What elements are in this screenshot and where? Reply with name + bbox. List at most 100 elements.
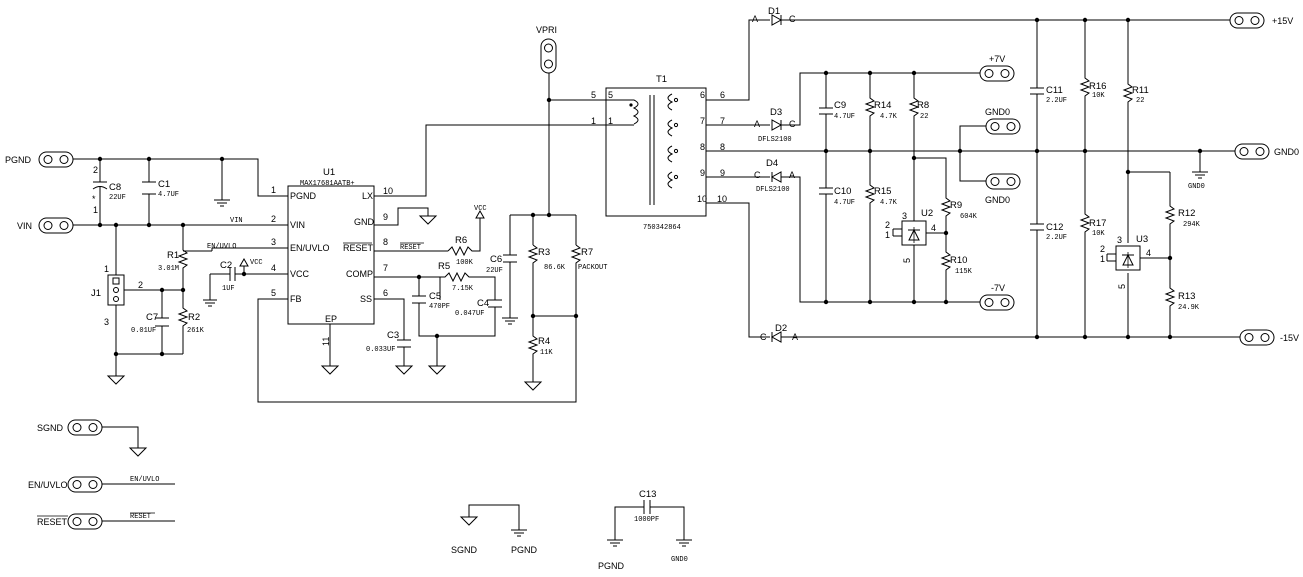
lx-wire bbox=[374, 124, 634, 197]
d4-diode bbox=[770, 171, 980, 303]
plus15v-label: +15V bbox=[1272, 16, 1293, 26]
u1-part: MAX17681AATB+ bbox=[300, 180, 355, 188]
u1-pin7-name: COMP bbox=[346, 269, 373, 279]
c7-val: 0.01UF bbox=[131, 327, 156, 335]
r17-val: 10K bbox=[1092, 230, 1105, 238]
d2-diode bbox=[770, 331, 1240, 343]
d4-part: DFLS2100 bbox=[756, 186, 790, 194]
c11-val: 2.2UF bbox=[1046, 97, 1067, 105]
r4-resistor bbox=[523, 316, 543, 391]
reset-label: RESET bbox=[37, 517, 68, 527]
t1-pin10: 10 bbox=[697, 194, 707, 204]
u1-pin9-name: GND bbox=[354, 217, 375, 227]
t1-wire1: 1 bbox=[591, 116, 596, 126]
c6-ref: C6 bbox=[490, 254, 502, 265]
gnd0-sym2-label: GND0 bbox=[671, 556, 688, 564]
r13-ref: R13 bbox=[1178, 291, 1195, 302]
r6-resistor bbox=[374, 209, 485, 257]
u3-pin3: 3 bbox=[1117, 235, 1122, 245]
u2-ref: U2 bbox=[921, 208, 933, 219]
t1-out8: 8 bbox=[720, 142, 725, 152]
minus15v-label: -15V bbox=[1280, 333, 1299, 343]
u1-pin5-name: FB bbox=[290, 294, 302, 304]
r14-val: 4.7K bbox=[880, 113, 898, 121]
c10-val: 4.7UF bbox=[834, 199, 855, 207]
j1-pin-1: 1 bbox=[104, 264, 109, 274]
r9-ref: R9 bbox=[950, 200, 962, 211]
u3-pin4: 4 bbox=[1146, 248, 1151, 258]
r6-ref: R6 bbox=[455, 235, 467, 246]
d3-ref: D3 bbox=[770, 107, 782, 118]
d3-a: A bbox=[754, 119, 760, 129]
r5-ref: R5 bbox=[438, 261, 450, 272]
r11-ref: R11 bbox=[1132, 85, 1149, 96]
c13-ref: C13 bbox=[639, 489, 656, 500]
vpri-connector[interactable] bbox=[540, 38, 557, 74]
gnd0-connector-a[interactable] bbox=[985, 118, 1021, 135]
reset-net-label: RESET bbox=[400, 244, 421, 252]
r16-val: 10K bbox=[1092, 92, 1105, 100]
j1-pin-2: 2 bbox=[138, 280, 143, 290]
u1-ep-name: EP bbox=[325, 314, 337, 324]
d2-c: C bbox=[760, 332, 767, 342]
t1-transformer bbox=[605, 87, 707, 217]
vcc-label-r6: VCC bbox=[474, 205, 487, 213]
c6-val: 22UF bbox=[486, 267, 503, 275]
j1-jumper[interactable] bbox=[106, 274, 183, 385]
sgnd-connector[interactable] bbox=[67, 419, 148, 457]
sgnd-label: SGND bbox=[37, 423, 64, 433]
c3-val: 0.033UF bbox=[366, 346, 395, 354]
t1-pin5: 5 bbox=[608, 90, 613, 100]
c8-ref: C8 bbox=[109, 182, 121, 193]
d4-a: A bbox=[789, 170, 795, 180]
minus7v-connector[interactable] bbox=[979, 294, 1015, 311]
gnd0-connector-b[interactable] bbox=[985, 173, 1021, 190]
r2-ref: R2 bbox=[188, 312, 200, 323]
plus15v-connector[interactable] bbox=[1229, 12, 1265, 29]
t1-pin7: 7 bbox=[700, 116, 705, 126]
c5-val: 470PF bbox=[429, 303, 450, 311]
pgnd-connector[interactable] bbox=[38, 151, 74, 168]
r15-ref: R15 bbox=[874, 186, 891, 197]
pm15v-section bbox=[1030, 20, 1235, 337]
u1-pin4-num: 4 bbox=[271, 263, 276, 273]
c8-mark: * bbox=[92, 194, 96, 204]
u1-gnd-wire bbox=[374, 207, 438, 226]
u3-pin1: 1 bbox=[1100, 254, 1105, 264]
plus7v-label: +7V bbox=[989, 54, 1005, 64]
r16-ref: R16 bbox=[1089, 81, 1106, 92]
u1-pin9-num: 9 bbox=[383, 212, 388, 222]
en-uvlo-connector[interactable] bbox=[67, 476, 175, 493]
u1-pin1-name: PGND bbox=[290, 191, 317, 201]
d3-c: C bbox=[789, 119, 796, 129]
t1-secondary-wires bbox=[706, 19, 1200, 338]
u1-pin4-name: VCC bbox=[290, 269, 310, 279]
u1-pin3-name: EN/UVLO bbox=[290, 243, 330, 253]
sgnd-sym-label: SGND bbox=[451, 545, 478, 555]
d2-a: A bbox=[792, 332, 798, 342]
u3-shunt-regulator bbox=[1106, 245, 1141, 271]
vin-label: VIN bbox=[17, 221, 32, 231]
r7-val: PACKOUT bbox=[578, 264, 607, 272]
reset-connector[interactable] bbox=[67, 513, 175, 530]
c2-val: 1UF bbox=[222, 285, 235, 293]
r14-ref: R14 bbox=[874, 100, 891, 111]
minus15v-connector[interactable] bbox=[1239, 329, 1275, 346]
u1-pin10-num: 10 bbox=[383, 186, 393, 196]
c4-val: 0.047UF bbox=[455, 310, 484, 318]
c9-val: 4.7UF bbox=[834, 113, 855, 121]
t1-pin9: 9 bbox=[700, 168, 705, 178]
r2-resistor bbox=[162, 290, 189, 355]
plus7v-connector[interactable] bbox=[979, 65, 1015, 82]
gnd0-right-label: GND0 bbox=[1274, 147, 1299, 157]
vin-connector[interactable] bbox=[38, 217, 74, 234]
gnd0-right-connector[interactable] bbox=[1234, 143, 1270, 160]
r1-resistor bbox=[177, 246, 288, 290]
d1-diode bbox=[771, 14, 1230, 26]
r12-ref: R12 bbox=[1178, 208, 1195, 219]
c10-ref: C10 bbox=[834, 186, 851, 197]
d1-c: C bbox=[789, 14, 796, 24]
u1-pin5-num: 5 bbox=[271, 288, 276, 298]
u1-pin6-name: SS bbox=[360, 294, 372, 304]
